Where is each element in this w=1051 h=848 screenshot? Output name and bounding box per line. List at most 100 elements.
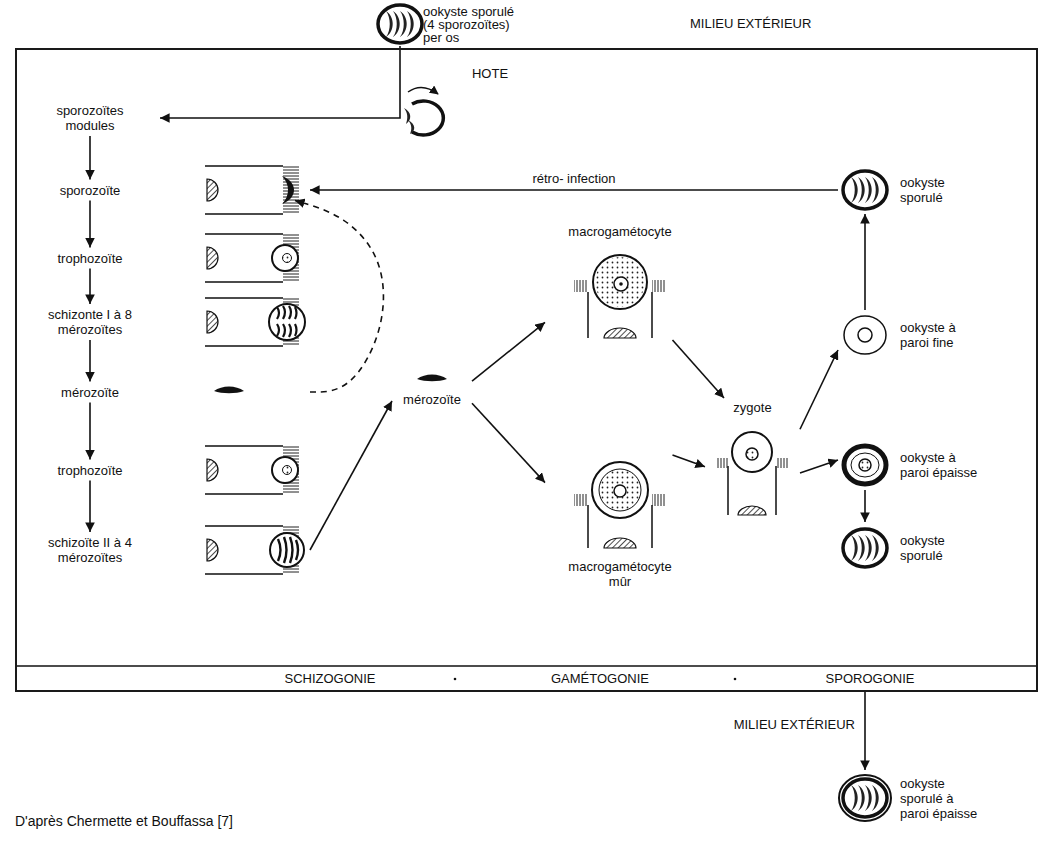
- oocyst-figure: [844, 446, 886, 484]
- zygote-figure: [746, 448, 758, 460]
- oocyst-figure: [844, 316, 886, 354]
- mature-macrogametocyte-figure: [599, 469, 641, 511]
- merozoite-stage: mérozoïte: [392, 368, 472, 412]
- trophozoite-figure: [272, 245, 298, 271]
- excystation-figure: [412, 101, 443, 135]
- oocyst-figure: [839, 775, 891, 821]
- schizont-figure: [269, 304, 305, 340]
- zygote-stage: zygote: [705, 398, 800, 523]
- life-cycle-arrow: [89, 269, 91, 305]
- trophozoite-figure: [283, 466, 292, 475]
- band-dot: [734, 678, 737, 681]
- oocyst-figure: [843, 529, 887, 567]
- stage-label: trophozoïte: [30, 251, 150, 266]
- macrogametocyte-figure: [604, 328, 636, 338]
- phase-label: SPOROGONIE: [790, 671, 950, 686]
- trophozoite-figure: [272, 245, 298, 271]
- schizont-figure: [278, 537, 298, 563]
- region-label: MILIEU EXTÉRIEUR: [655, 717, 855, 732]
- stage-label: sporozoïtes modules: [47, 103, 133, 133]
- stage-label: zygote: [705, 400, 800, 415]
- stage-label: schizonte I à 8 mérozoïtes: [30, 307, 150, 337]
- stage-label: ookyste à paroi épaisse: [900, 450, 985, 480]
- life-cycle-arrow: [800, 350, 838, 429]
- stage-row: mérozoïte: [20, 382, 310, 403]
- oocyst-figure: [378, 5, 422, 43]
- oocyst-figure: [839, 775, 891, 821]
- macrogametocyte-figure: [574, 255, 666, 338]
- schizont-figure: [270, 533, 304, 567]
- oocyst-figure: [843, 171, 887, 209]
- macrogametocyte-figure: [595, 257, 645, 307]
- host-cell: [205, 234, 299, 282]
- host-frame: sporozoïtes modules sporozoïte trophozoïte…: [15, 48, 1038, 692]
- life-cycle-arrow: [295, 201, 383, 393]
- mature-macrogametocyte-figure: [574, 494, 588, 506]
- life-cycle-arrow: [472, 322, 545, 381]
- oocyst-stage: ookyste sporulé: [838, 166, 1028, 214]
- stage-label: mérozoïte: [30, 385, 150, 400]
- schizont-figure: [277, 306, 297, 337]
- band-dot: [454, 678, 457, 681]
- band-divider: [15, 665, 1038, 667]
- life-cycle-arrow: [310, 401, 392, 550]
- phase-label: SCHIZOGONIE: [250, 671, 410, 686]
- mature-macrogametocyte-figure: [592, 462, 648, 518]
- mature-macrogametocyte-figure: [614, 485, 626, 497]
- stage-label: mérozoïte: [392, 392, 472, 407]
- sporozoite-figure: [282, 176, 294, 204]
- stage-label: trophozoïte: [30, 463, 150, 478]
- zygote-figure: [776, 458, 788, 468]
- oocyst-figure: [843, 779, 887, 817]
- zygote-figure: [716, 432, 788, 515]
- host-cell: [205, 166, 299, 214]
- life-cycle-arrow: [472, 403, 545, 482]
- stage-label: ookyste à paroi fine: [900, 320, 985, 350]
- life-cycle-arrow: [864, 692, 866, 770]
- stage-row: trophozoïte: [20, 460, 310, 481]
- schizont-figure: [269, 304, 305, 340]
- mature-macrogametocyte-figure: [604, 538, 636, 548]
- macrogametocyte-figure: [574, 280, 588, 292]
- macrogametocyte-figure: [619, 282, 623, 286]
- host-heading: HOTE: [455, 66, 525, 81]
- life-cycle-arrow: [800, 460, 838, 473]
- source-note: D'après Chermette et Bouffassa [7]: [15, 814, 435, 829]
- stage-label: macrogamétocyte mûr: [562, 559, 678, 589]
- stage-label: sporozoïte: [30, 183, 150, 198]
- mature-macrogametocyte-figure: [574, 462, 666, 548]
- trophozoite-figure: [272, 457, 298, 483]
- stage-row: schizonte I à 8 mérozoïtes: [20, 304, 310, 340]
- stage-row: sporozoïte: [20, 180, 310, 201]
- gamete-stage: macrogamétocyte: [545, 222, 695, 340]
- oocyst-stage: ookyste sporulé: [838, 522, 1028, 574]
- zygote-figure: [716, 458, 728, 468]
- merozoite-figure: [417, 375, 447, 382]
- trophozoite-figure: [283, 254, 292, 263]
- life-cycle-arrow: [673, 340, 725, 398]
- excystation-figure: [408, 120, 414, 134]
- excystation-figure: [408, 87, 438, 94]
- oocyst-stage: ookyste sporulé à paroi épaisse: [838, 770, 1028, 826]
- stage-label: ookyste sporulé: [900, 175, 985, 205]
- life-cycle-arrow: [310, 189, 838, 191]
- life-cycle-arrow: [864, 214, 866, 310]
- life-cycle-arrow: [160, 46, 400, 118]
- macrogametocyte-figure: [614, 277, 628, 291]
- phase-label: GAMÉTOGONIE: [520, 671, 680, 686]
- stage-label: ookyste sporulé: [900, 533, 985, 563]
- life-cycle-arrow: [864, 490, 866, 522]
- life-cycle-arrow: [89, 136, 91, 180]
- stage-row: trophozoïte: [20, 248, 310, 269]
- life-cycle-arrow: [673, 455, 706, 467]
- trophozoite-figure: [272, 457, 298, 483]
- macrogametocyte-figure: [593, 255, 647, 309]
- life-cycle-arrow: [89, 403, 91, 460]
- macrogametocyte-figure: [652, 280, 666, 292]
- stage-label: schizoïte II à 4 mérozoïtes: [30, 535, 150, 565]
- stage-row: sporozoïtes modules: [20, 100, 160, 136]
- zygote-figure: [728, 466, 776, 515]
- oocyst-stage: ookyste sporulé (4 sporozoïtes) per os: [375, 3, 565, 46]
